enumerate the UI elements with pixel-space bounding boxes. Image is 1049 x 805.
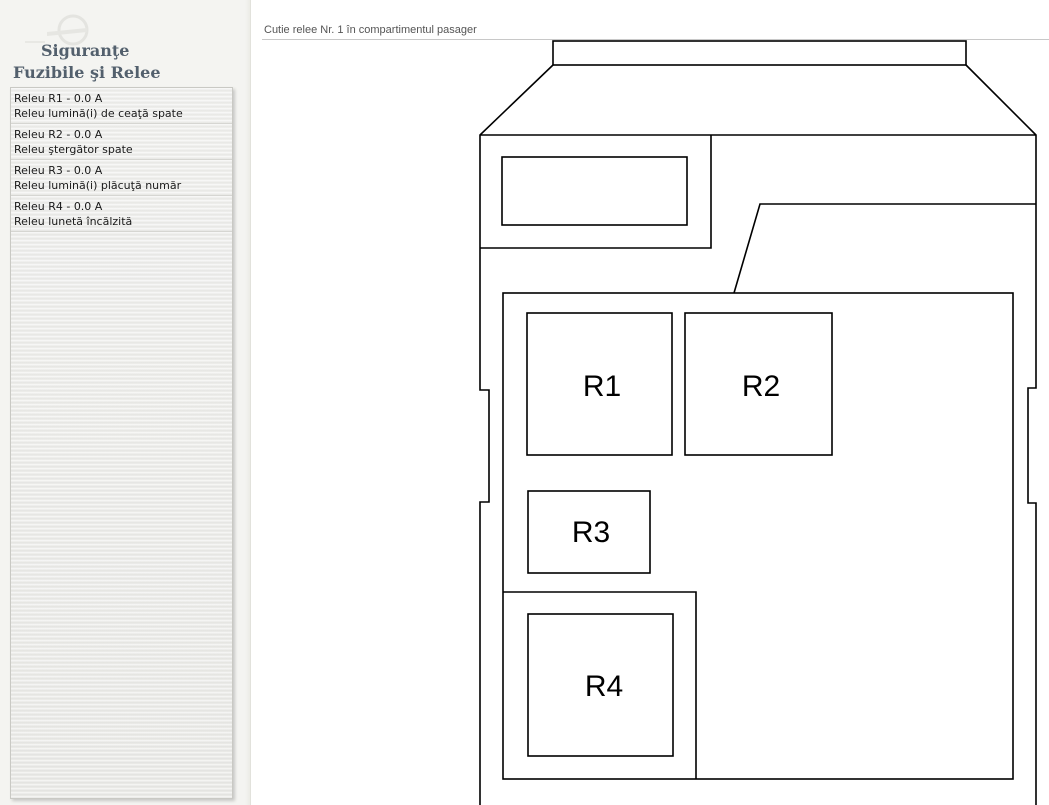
- relay-panel: [502, 292, 1014, 780]
- sidebar-title-line1: Siguranţe: [41, 41, 130, 60]
- r4-compartment: [503, 591, 697, 779]
- relay-r2-label: R2: [742, 370, 780, 403]
- sidebar-title-line2: Fuzibile şi Relee: [13, 63, 161, 82]
- relay-r3[interactable]: R3: [527, 490, 651, 574]
- list-item-r1[interactable]: Releu R1 - 0.0 A Releu lumină(i) de ceaţ…: [11, 88, 232, 124]
- relay-r3-label: R3: [572, 516, 610, 549]
- relay-r1-label: R1: [583, 370, 621, 403]
- relay-r4[interactable]: R4: [527, 613, 674, 757]
- upper-left-slot: [501, 156, 688, 226]
- relay-r2[interactable]: R2: [684, 312, 833, 456]
- caption-divider: [262, 39, 1049, 40]
- sidebar: Siguranţe Fuzibile şi Relee Releu R1 - 0…: [0, 0, 251, 805]
- opel-logo-icon: [25, 14, 89, 46]
- relay-r1[interactable]: R1: [526, 312, 673, 456]
- list-item-r2[interactable]: Releu R2 - 0.0 A Releu ştergător spate: [11, 124, 232, 160]
- list-item-description: Releu lunetă încălzită: [14, 215, 133, 228]
- relay-r4-label: R4: [585, 670, 623, 703]
- list-item-r3[interactable]: Releu R3 - 0.0 A Releu lumină(i) plăcuţă…: [11, 160, 232, 196]
- list-item-label: Releu R4 - 0.0 A: [14, 200, 103, 213]
- list-item-description: Releu lumină(i) plăcuţă număr: [14, 179, 182, 192]
- box-housing-outline: [479, 64, 1037, 805]
- list-item-description: Releu ştergător spate: [14, 143, 133, 156]
- diagonal-divider: [733, 203, 1036, 294]
- relay-list: Releu R1 - 0.0 A Releu lumină(i) de ceaţ…: [10, 87, 233, 799]
- upper-left-compartment: [480, 135, 712, 249]
- list-item-label: Releu R2 - 0.0 A: [14, 128, 103, 141]
- list-item-label: Releu R1 - 0.0 A: [14, 92, 103, 105]
- list-item-r4[interactable]: Releu R4 - 0.0 A Releu lunetă încălzită: [11, 196, 232, 232]
- list-item-description: Releu lumină(i) de ceaţă spate: [14, 107, 183, 120]
- list-item-label: Releu R3 - 0.0 A: [14, 164, 103, 177]
- box-top-cap: [552, 40, 967, 66]
- diagram-caption: Cutie relee Nr. 1 în compartimentul pasa…: [264, 24, 477, 36]
